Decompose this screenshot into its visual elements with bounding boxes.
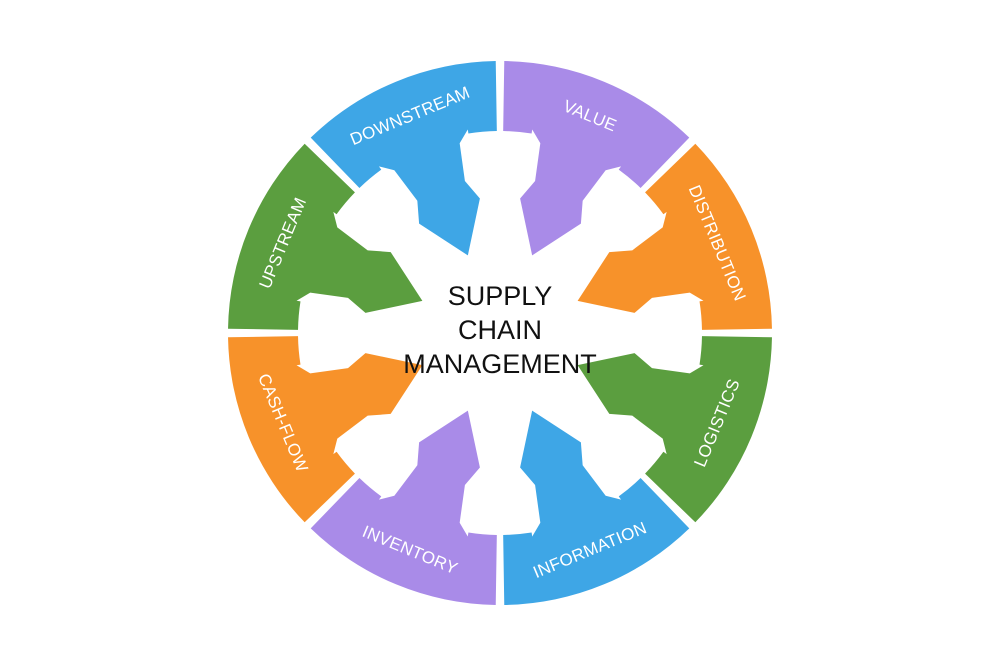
segment-downstream	[310, 61, 497, 256]
segment-upstream	[228, 143, 423, 330]
center-title: SUPPLY CHAIN MANAGEMENT	[403, 281, 597, 379]
wheel-segments	[228, 61, 772, 605]
segment-logistics	[577, 336, 772, 523]
segment-cash-flow	[228, 336, 423, 523]
center-title-line-1: SUPPLY	[448, 281, 553, 311]
segment-information	[503, 410, 690, 605]
center-title-line-2: CHAIN	[458, 315, 542, 345]
center-title-line-3: MANAGEMENT	[403, 349, 597, 379]
segment-value	[503, 61, 690, 256]
segment-distribution	[577, 143, 772, 330]
segment-inventory	[310, 410, 497, 605]
